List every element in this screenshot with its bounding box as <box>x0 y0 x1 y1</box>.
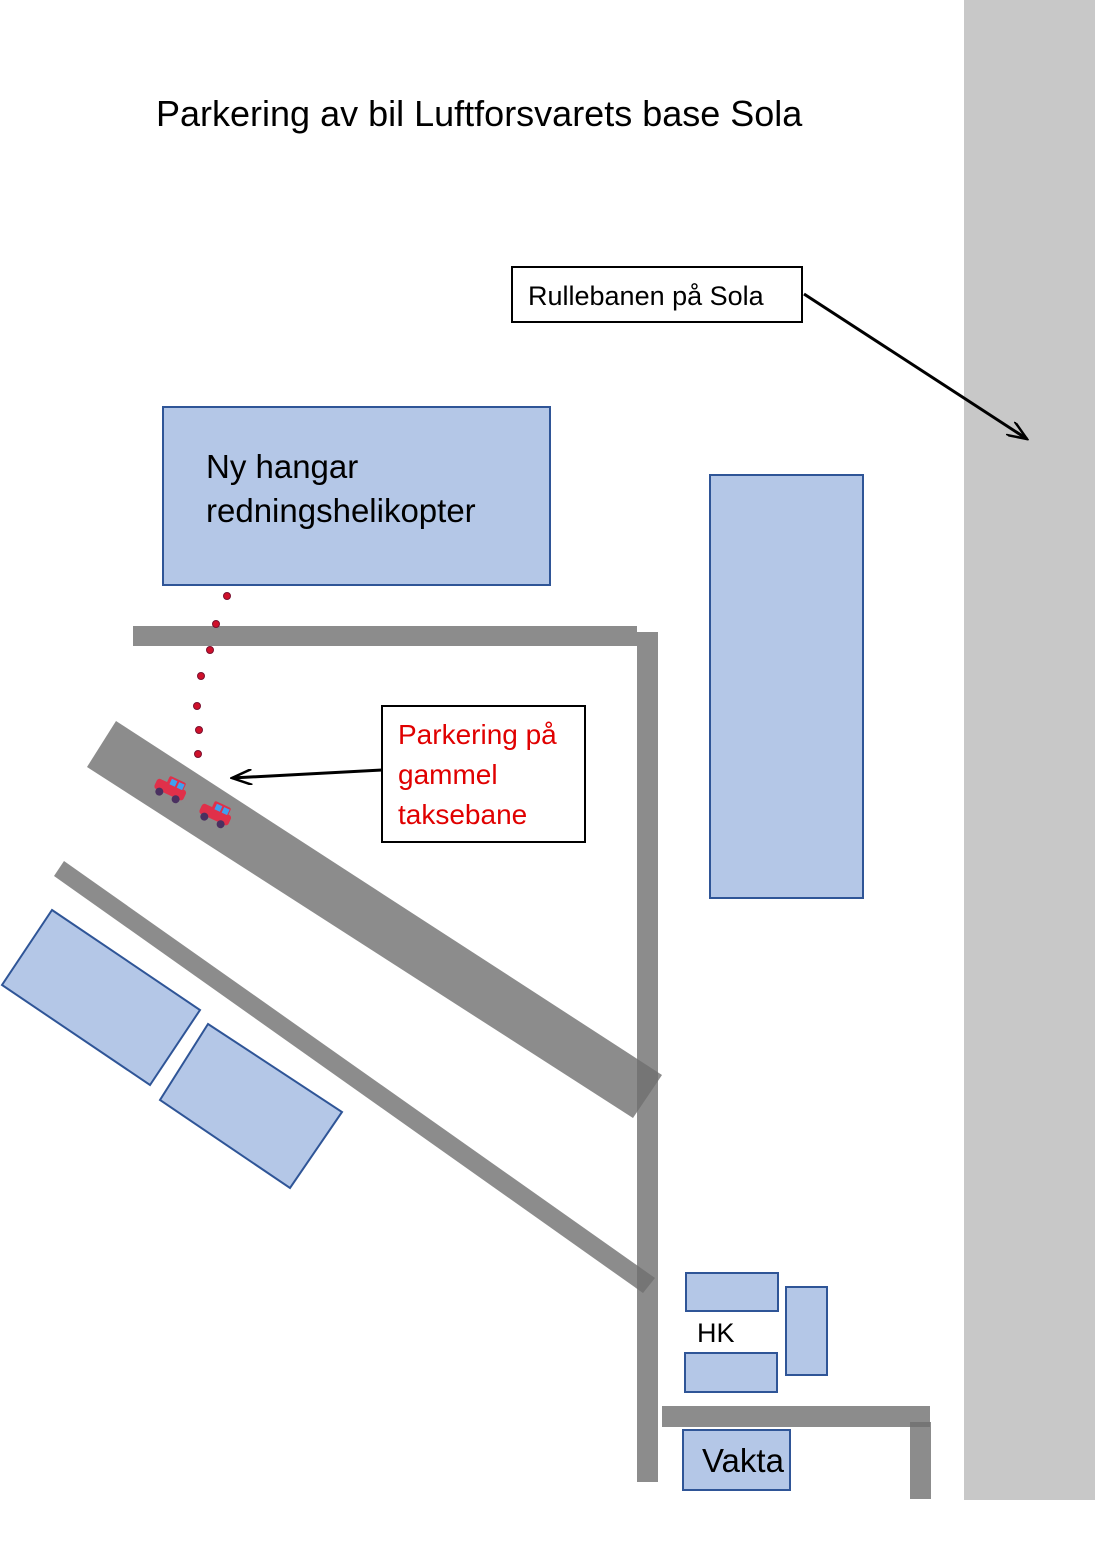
page-title: Parkering av bil Luftforsvarets base Sol… <box>156 93 803 134</box>
road-vertical-small <box>910 1422 931 1499</box>
road-vertical-main <box>637 632 658 1482</box>
parking-label-line1: Parkering på <box>398 719 557 750</box>
hk-building-bottom <box>684 1352 778 1393</box>
walking-path <box>193 592 231 758</box>
parking-label-box <box>381 705 586 843</box>
parking-label-line3: taksebane <box>398 799 527 830</box>
hk-building-top <box>685 1272 779 1312</box>
runway-label: Rullebanen på Sola <box>528 281 765 311</box>
road-horizontal-bottom <box>662 1406 930 1427</box>
hk-building-side <box>785 1286 828 1376</box>
runway-arrow <box>803 292 1027 439</box>
car-icon <box>199 801 232 829</box>
building-left-1 <box>0 908 202 1087</box>
hangar-label-line1: Ny hangar <box>206 448 358 485</box>
parking-arrow <box>232 768 383 778</box>
runway-label-box <box>511 266 803 323</box>
guard-label: Vakta <box>702 1442 785 1479</box>
parking-label-line2: gammel <box>398 759 498 790</box>
building-left-2 <box>158 1022 344 1190</box>
runway <box>964 0 1095 1500</box>
new-hangar-building <box>162 406 551 586</box>
hangar-label-line2: redningshelikopter <box>206 492 476 529</box>
guard-building <box>682 1429 791 1491</box>
road-horizontal-top <box>133 626 637 646</box>
hk-label: HK <box>697 1318 735 1348</box>
large-building-right <box>709 474 864 899</box>
old-taxiway <box>87 721 662 1118</box>
car-icon <box>154 776 187 804</box>
road-diagonal-thin <box>54 861 655 1293</box>
